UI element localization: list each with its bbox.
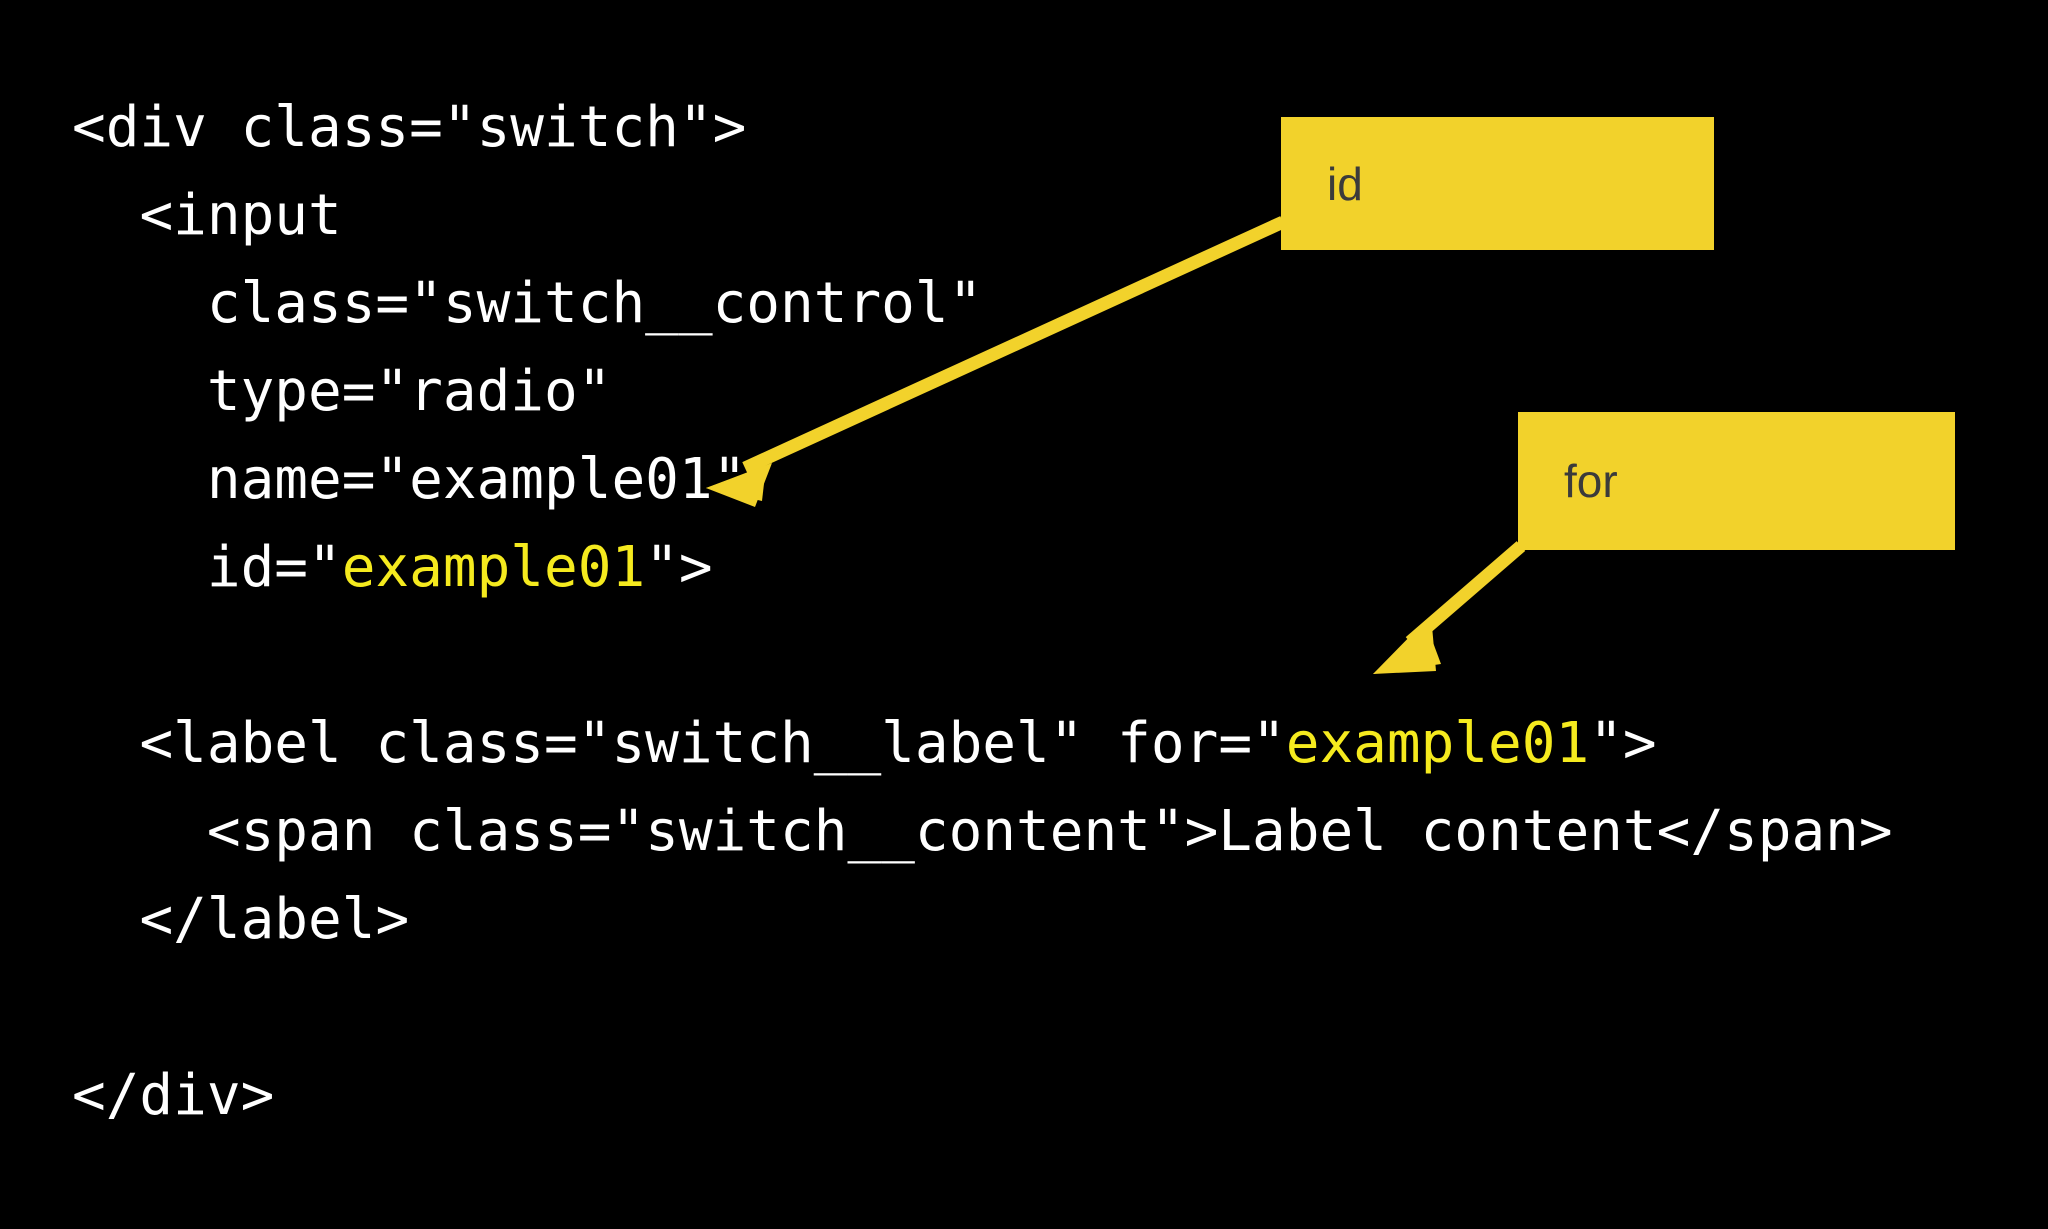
code-token: id=" — [206, 535, 342, 600]
code-line — [72, 964, 1893, 1052]
code-line: </label> — [72, 876, 1893, 964]
code-token: <label class="switch__label" for=" — [139, 711, 1286, 776]
code-line: type="radio" — [72, 348, 1893, 436]
code-token-highlighted: example01 — [341, 535, 646, 600]
code-token: <div class="switch"> — [72, 95, 747, 160]
code-line: <input — [72, 172, 1893, 260]
code-line — [72, 612, 1893, 700]
code-line: <label class="switch__label" for="exampl… — [72, 700, 1893, 788]
code-token: <input — [139, 183, 342, 248]
code-token: type="radio" — [206, 359, 612, 424]
code-line: id="example01"> — [72, 524, 1893, 612]
code-line: class="switch__control" — [72, 260, 1893, 348]
code-token: <span class="switch__content">Label cont… — [206, 799, 1893, 864]
code-token: class="switch__control" — [206, 271, 983, 336]
code-token: </div> — [72, 1063, 275, 1128]
callout-box-id[interactable]: id — [1281, 117, 1714, 250]
code-token: "> — [1589, 711, 1657, 776]
code-token: name="example01" — [206, 447, 747, 512]
code-token-highlighted: example01 — [1285, 711, 1590, 776]
code-token: </label> — [139, 887, 410, 952]
callout-box-for[interactable]: for — [1518, 412, 1955, 550]
code-token: "> — [645, 535, 713, 600]
callout-label-id: id — [1327, 157, 1363, 210]
callout-label-for: for — [1564, 455, 1618, 507]
code-line: </div> — [72, 1052, 1893, 1140]
code-line: name="example01" — [72, 436, 1893, 524]
code-line: <span class="switch__content">Label cont… — [72, 788, 1893, 876]
code-line: <div class="switch"> — [72, 84, 1893, 172]
